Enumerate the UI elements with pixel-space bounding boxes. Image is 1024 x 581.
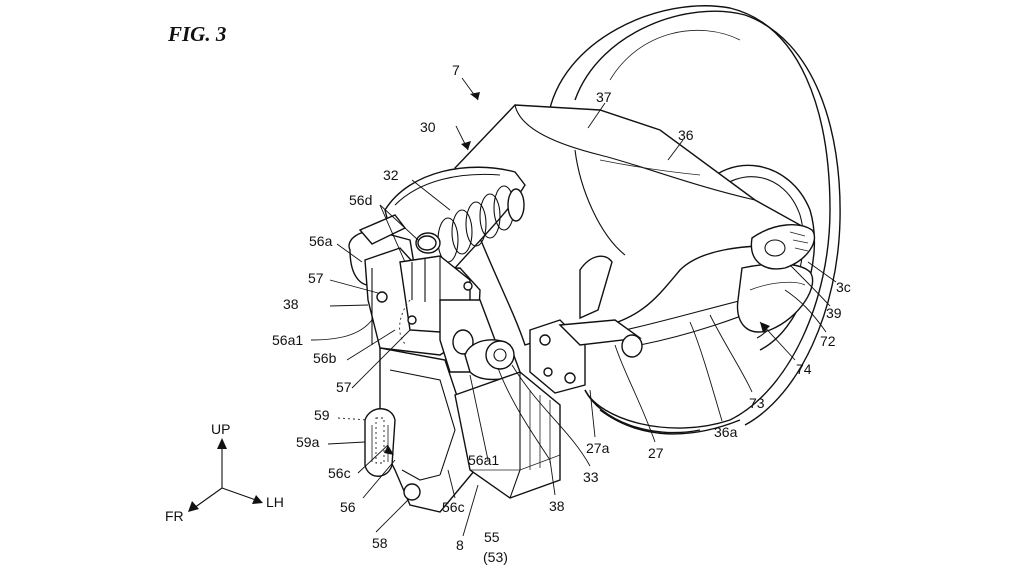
arrowheads	[384, 92, 770, 455]
label-56d: 56d	[349, 192, 372, 208]
label-53: (53)	[483, 549, 508, 565]
label-32: 32	[383, 167, 399, 183]
label-36a: 36a	[714, 424, 738, 440]
label-74: 74	[796, 361, 812, 377]
label-56c-right: 56c	[442, 499, 465, 515]
label-59a: 59a	[296, 434, 320, 450]
label-56: 56	[340, 499, 356, 515]
lower-housing	[364, 347, 561, 513]
label-59: 59	[314, 407, 330, 423]
lh-arrow-icon	[252, 495, 263, 504]
axis-up-label: UP	[211, 421, 230, 437]
label-55: 55	[484, 529, 500, 545]
orientation-axes: UP FR LH	[165, 421, 284, 524]
label-7: 7	[452, 62, 460, 78]
label-58: 58	[372, 535, 388, 551]
label-56a1-left: 56a1	[272, 332, 303, 348]
label-3c: 3c	[836, 279, 851, 295]
leader-lines	[310, 77, 837, 537]
axis-lh-label: LH	[266, 494, 284, 510]
reference-labels: 7 30 37 36 32 56d 56a 57 38 56a1 56b 57 …	[272, 62, 851, 565]
label-38-right: 38	[549, 498, 565, 514]
up-arrow-icon	[217, 438, 227, 449]
label-39: 39	[826, 305, 842, 321]
stay-bracket	[529, 255, 643, 394]
label-38-left: 38	[283, 296, 299, 312]
label-57-upper: 57	[308, 270, 324, 286]
label-56c-left: 56c	[328, 465, 351, 481]
label-37: 37	[596, 89, 612, 105]
label-57-lower: 57	[336, 379, 352, 395]
label-56b: 56b	[313, 350, 337, 366]
label-72: 72	[820, 333, 836, 349]
axis-fr-label: FR	[165, 508, 184, 524]
label-33: 33	[583, 469, 599, 485]
label-8: 8	[456, 537, 464, 553]
label-27a: 27a	[586, 440, 610, 456]
label-30: 30	[420, 119, 436, 135]
label-73: 73	[749, 395, 765, 411]
label-56a1-right: 56a1	[468, 452, 499, 468]
label-27: 27	[648, 445, 664, 461]
label-36: 36	[678, 127, 694, 143]
swing-arm-body	[454, 104, 816, 346]
fr-arrow-icon	[188, 501, 199, 512]
label-56a: 56a	[309, 233, 333, 249]
figure-title: FIG. 3	[168, 22, 227, 46]
